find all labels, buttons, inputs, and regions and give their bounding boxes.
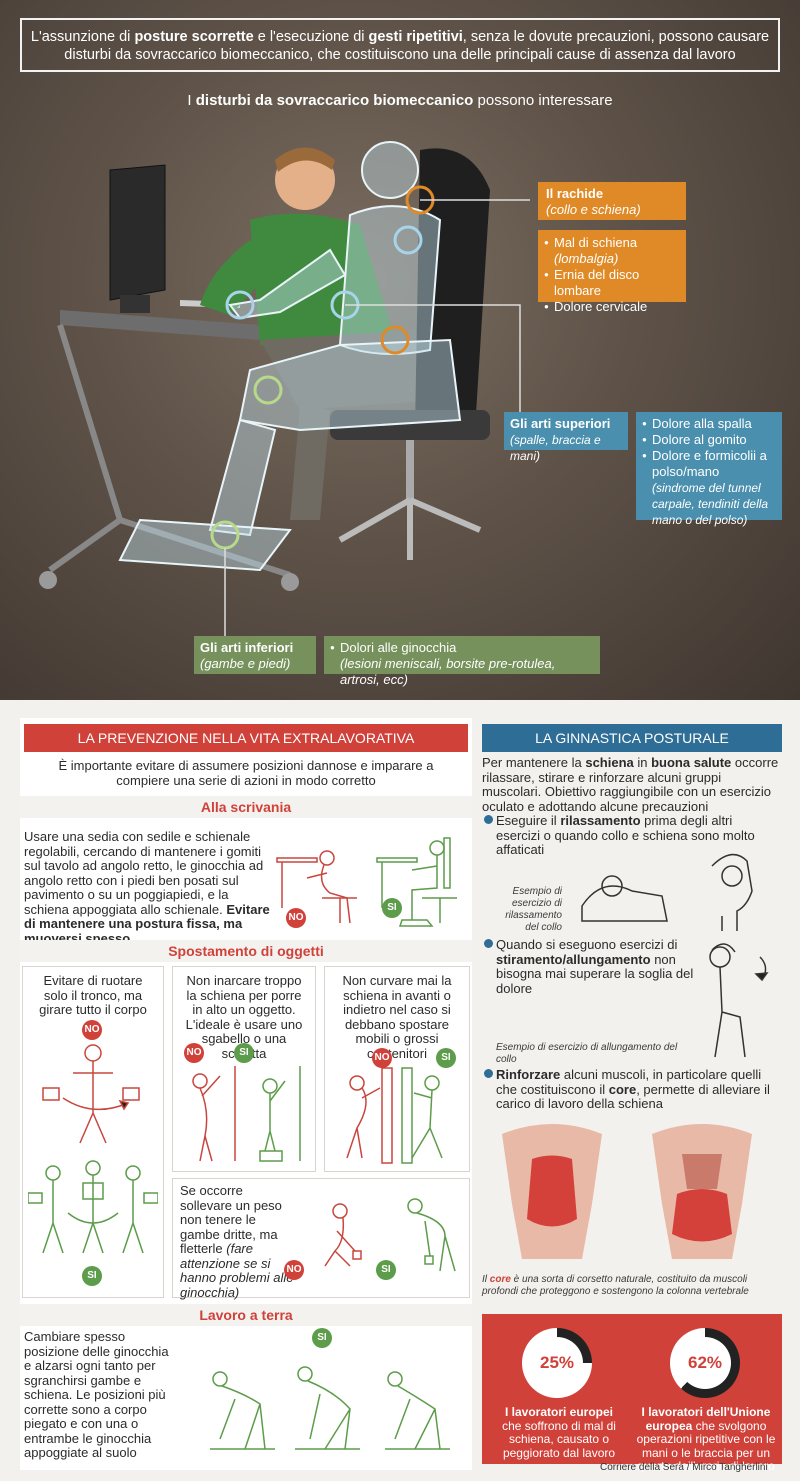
- rachide-symptoms: Mal di schiena(lombalgia) Ernia del disc…: [538, 230, 686, 315]
- bullet-dot: [484, 1069, 493, 1078]
- bullet-dot: [484, 815, 493, 824]
- core-muscles-illustration: [502, 1124, 752, 1259]
- superiori-item: Dolore al gomito: [642, 432, 776, 448]
- stats-box: 25% I lavoratori europei che soffrono di…: [482, 1314, 782, 1473]
- si-badge: SI: [82, 1266, 102, 1286]
- no-badge: NO: [286, 908, 306, 928]
- rotation-illustration: [28, 1044, 158, 1254]
- superiori-label: Gli arti superiori (spalle, braccia e ma…: [504, 412, 628, 463]
- donut-chart-2: 62%: [670, 1328, 740, 1398]
- intro-line-2: disturbi da sovraccarico biomeccanico, c…: [64, 47, 736, 63]
- si-badge: SI: [376, 1260, 396, 1280]
- intro-box: L'assunzione di posture scorrette e l'es…: [20, 18, 780, 72]
- credit: Corriere della Sera / Mirco Tangherlini: [600, 1462, 768, 1473]
- ginnastica-header: LA GINNASTICA POSTURALE: [482, 724, 782, 752]
- lift-illustration: [324, 1198, 456, 1272]
- terra-title: Lavoro a terra: [20, 1304, 472, 1326]
- subtitle: I disturbi da sovraccarico biomeccanico …: [187, 92, 613, 109]
- stat-text-2: I lavoratori dell'Unione europea che svo…: [636, 1405, 776, 1473]
- rachide-item: Ernia del disco lombare: [544, 267, 680, 299]
- ginnastica-panel: LA GINNASTICA POSTURALE Per mantenere la…: [482, 718, 782, 1473]
- prevenzione-panel: LA PREVENZIONE NELLA VITA EXTRALAVORATIV…: [20, 718, 472, 1470]
- si-badge: SI: [436, 1048, 456, 1068]
- ginnastica-intro: Per mantenere la schiena in buona salute…: [482, 755, 779, 814]
- no-badge: NO: [284, 1260, 304, 1280]
- si-badge: SI: [382, 898, 402, 918]
- no-badge: NO: [372, 1048, 392, 1068]
- no-badge: NO: [82, 1020, 102, 1040]
- prevenzione-intro: È importante evitare di assumere posizio…: [58, 758, 434, 788]
- si-badge: SI: [312, 1328, 332, 1348]
- donut-chart-1: 25%: [522, 1328, 592, 1398]
- furniture-box: [324, 966, 470, 1172]
- terra-text: Cambiare spesso posizione delle ginocchi…: [24, 1329, 169, 1460]
- desk-posture-illustration: [39, 141, 555, 651]
- spostamento-title: Spostamento di oggetti: [20, 940, 472, 962]
- shelf-illustration: [192, 1066, 301, 1162]
- bullet-dot: [484, 939, 493, 948]
- caption-stiramento: Esempio di esercizio di allungamento del…: [496, 1042, 678, 1065]
- kneeling-illustration: [210, 1366, 450, 1450]
- bullet-stiramento: Quando si eseguono esercizi di stirament…: [484, 937, 696, 996]
- intro-line-1: L'assunzione di posture scorrette e l'es…: [30, 29, 770, 45]
- si-badge: SI: [234, 1043, 254, 1063]
- stat-value-1: 25%: [531, 1337, 583, 1389]
- furniture-illustration: [346, 1067, 443, 1164]
- bullet-rilassamento: Eseguire il rilassamento prima degli alt…: [484, 813, 776, 858]
- no-badge: NO: [184, 1043, 204, 1063]
- caption-rilassamento: Esempio di esercizio di rilassamento del…: [505, 886, 562, 933]
- core-caption: Il core è una sorta di corsetto naturale…: [482, 1274, 749, 1297]
- shelf-text: Non inarcare troppo la schiena per porre…: [185, 973, 303, 1060]
- desk-no-si-illustration: [276, 837, 457, 927]
- scrivania-title: Alla scrivania: [20, 796, 472, 818]
- rotation-text: Evitare di ruotare solo il tronco, ma gi…: [39, 973, 147, 1017]
- stat-text-1: I lavoratori europei che soffrono di mal…: [502, 1405, 616, 1460]
- lift-text: Se occorre sollevare un peso non tenere …: [180, 1183, 294, 1300]
- superiori-item: Dolore alla spalla: [642, 416, 776, 432]
- relaxation-illustration: [581, 853, 753, 931]
- inferiori-label: Gli arti inferiori (gambe e piedi): [194, 636, 316, 674]
- top-illustration-area: L'assunzione di posture scorrette e l'es…: [0, 0, 800, 700]
- scrivania-text: Usare una sedia con sedile e schienale r…: [24, 829, 270, 946]
- superiori-symptoms: Dolore alla spalla Dolore al gomito Dolo…: [636, 412, 782, 527]
- inferiori-item: Dolori alle ginocchia(lesioni meniscali,…: [330, 640, 594, 688]
- shelf-box: [172, 966, 316, 1172]
- rachide-item: Dolore cervicale: [544, 299, 680, 315]
- rachide-item: Mal di schiena(lombalgia): [544, 235, 680, 267]
- inferiori-symptoms: Dolori alle ginocchia(lesioni meniscali,…: [324, 636, 600, 687]
- rachide-label: Il rachide (collo e schiena): [538, 182, 686, 220]
- bullet-rinforzare: Rinforzare alcuni muscoli, in particolar…: [484, 1067, 776, 1112]
- stretching-illustration: [709, 943, 769, 1058]
- superiori-item: Dolore e formicolii a polso/mano(sindrom…: [642, 448, 776, 528]
- stat-value-2: 62%: [679, 1337, 731, 1389]
- prevenzione-header: LA PREVENZIONE NELLA VITA EXTRALAVORATIV…: [24, 724, 468, 752]
- lift-box: [172, 1178, 470, 1298]
- furniture-text: Non curvare mai la schiena in avanti o i…: [342, 973, 452, 1061]
